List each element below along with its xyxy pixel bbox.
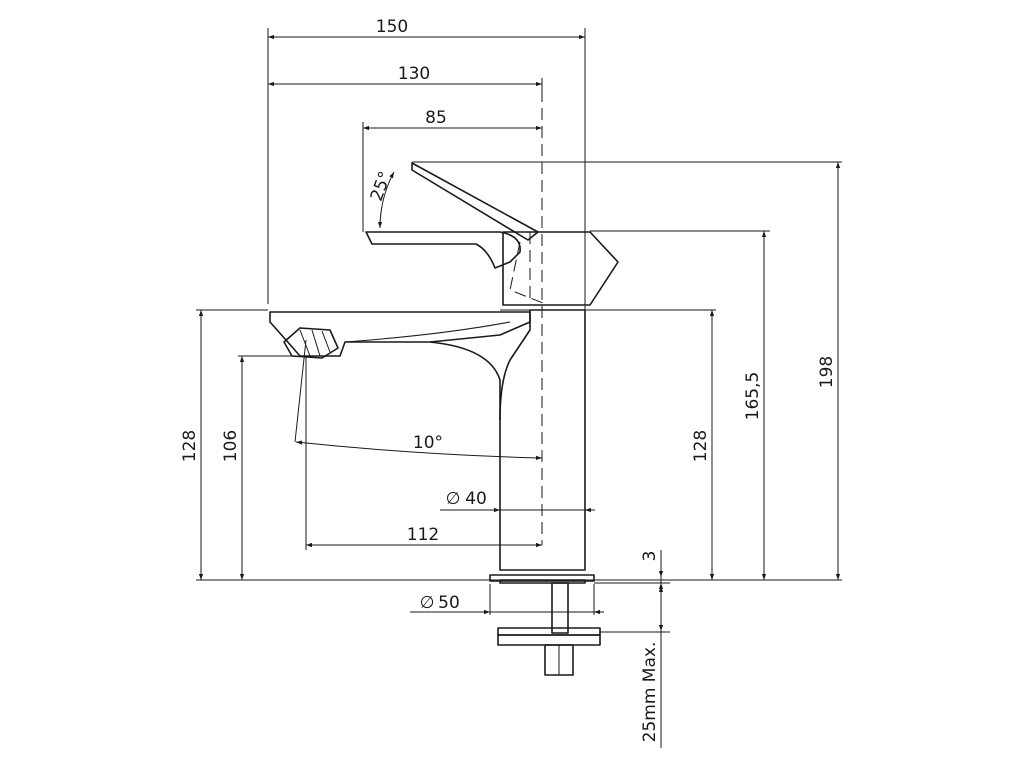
- backing-plate: [497, 627, 601, 636]
- backing-washer: [497, 634, 601, 646]
- dim-arc-10: [295, 440, 543, 460]
- label-outlet-height: 106: [221, 430, 241, 462]
- label-spout-angle: 10°: [413, 433, 443, 453]
- label-overall-height: 198: [817, 356, 837, 388]
- lever-open: [411, 162, 539, 241]
- label-spout-height-left: 128: [180, 430, 200, 462]
- label-lever-length: 85: [425, 108, 447, 128]
- base-flange-bottom: [499, 579, 586, 584]
- label-lever-height: 165,5: [743, 372, 763, 421]
- ext-spout-axis: [294, 339, 307, 443]
- label-outlet-reach: 112: [407, 525, 439, 545]
- label-spout-reach: 130: [398, 64, 430, 84]
- lever-closed: [365, 231, 521, 269]
- aerator-line-3: [321, 330, 331, 353]
- label-lever-angle: 25°: [367, 169, 396, 204]
- aerator-line-1: [299, 329, 311, 357]
- dimension-labels: 150 130 85 25° 198 165,5 128 128 106 10°…: [180, 17, 837, 742]
- label-spout-height-right: 128: [691, 430, 711, 462]
- spout-underside: [429, 341, 501, 420]
- label-counter-max: 25mm Max.: [640, 642, 660, 743]
- dimension-lines: [198, 34, 841, 748]
- label-overall-width: 150: [376, 17, 408, 37]
- diameter-symbol-40: ∅: [446, 489, 461, 509]
- base-flange-top: [489, 574, 595, 582]
- faucet-spout: [269, 311, 531, 357]
- extension-lines: [196, 28, 842, 633]
- faucet-outline: [196, 90, 842, 676]
- aerator-line-2: [311, 329, 321, 357]
- lever-open-hidden-line: [509, 241, 549, 306]
- label-base-diameter: 50: [438, 593, 460, 613]
- mounting-shank: [551, 582, 569, 634]
- label-body-diameter: 40: [465, 489, 487, 509]
- spout-inner-curve: [344, 321, 511, 343]
- diameter-symbol-50: ∅: [420, 593, 435, 613]
- aerator: [283, 327, 339, 359]
- label-base-thickness: 3: [640, 551, 660, 562]
- dim-arc-25: [377, 171, 395, 229]
